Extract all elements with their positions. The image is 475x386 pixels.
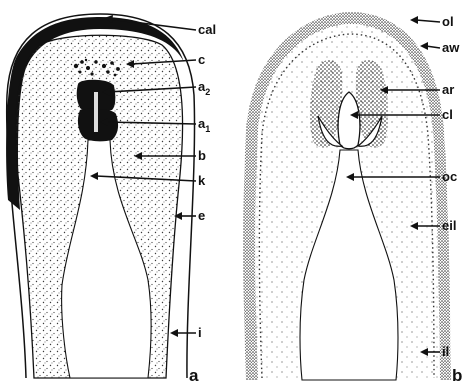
label-cl: cl [442, 107, 453, 122]
leader-aw [420, 42, 440, 50]
label-k: k [198, 173, 206, 188]
label-oc: oc [442, 169, 457, 184]
panel-label-a: a [189, 366, 199, 385]
label-aw: aw [442, 40, 460, 55]
leader-i [170, 329, 196, 337]
label-i: i [198, 325, 202, 340]
panel-b: ol aw ar cl oc eil il b [243, 12, 462, 385]
label-eil: eil [442, 218, 456, 233]
label-e: e [198, 208, 205, 223]
archegonium-highlight [94, 92, 98, 132]
label-il: il [442, 344, 449, 359]
label-b: b [198, 148, 206, 163]
panel-label-b: b [452, 366, 462, 385]
label-ol: ol [442, 14, 454, 29]
label-a1: a1 [198, 116, 210, 134]
label-c: c [198, 52, 205, 67]
panel-a: cal c a2 a1 b k e i a [6, 14, 216, 385]
label-ar: ar [442, 82, 454, 97]
label-a2: a2 [198, 79, 210, 97]
leader-ol [410, 16, 440, 24]
label-cal: cal [198, 22, 216, 37]
